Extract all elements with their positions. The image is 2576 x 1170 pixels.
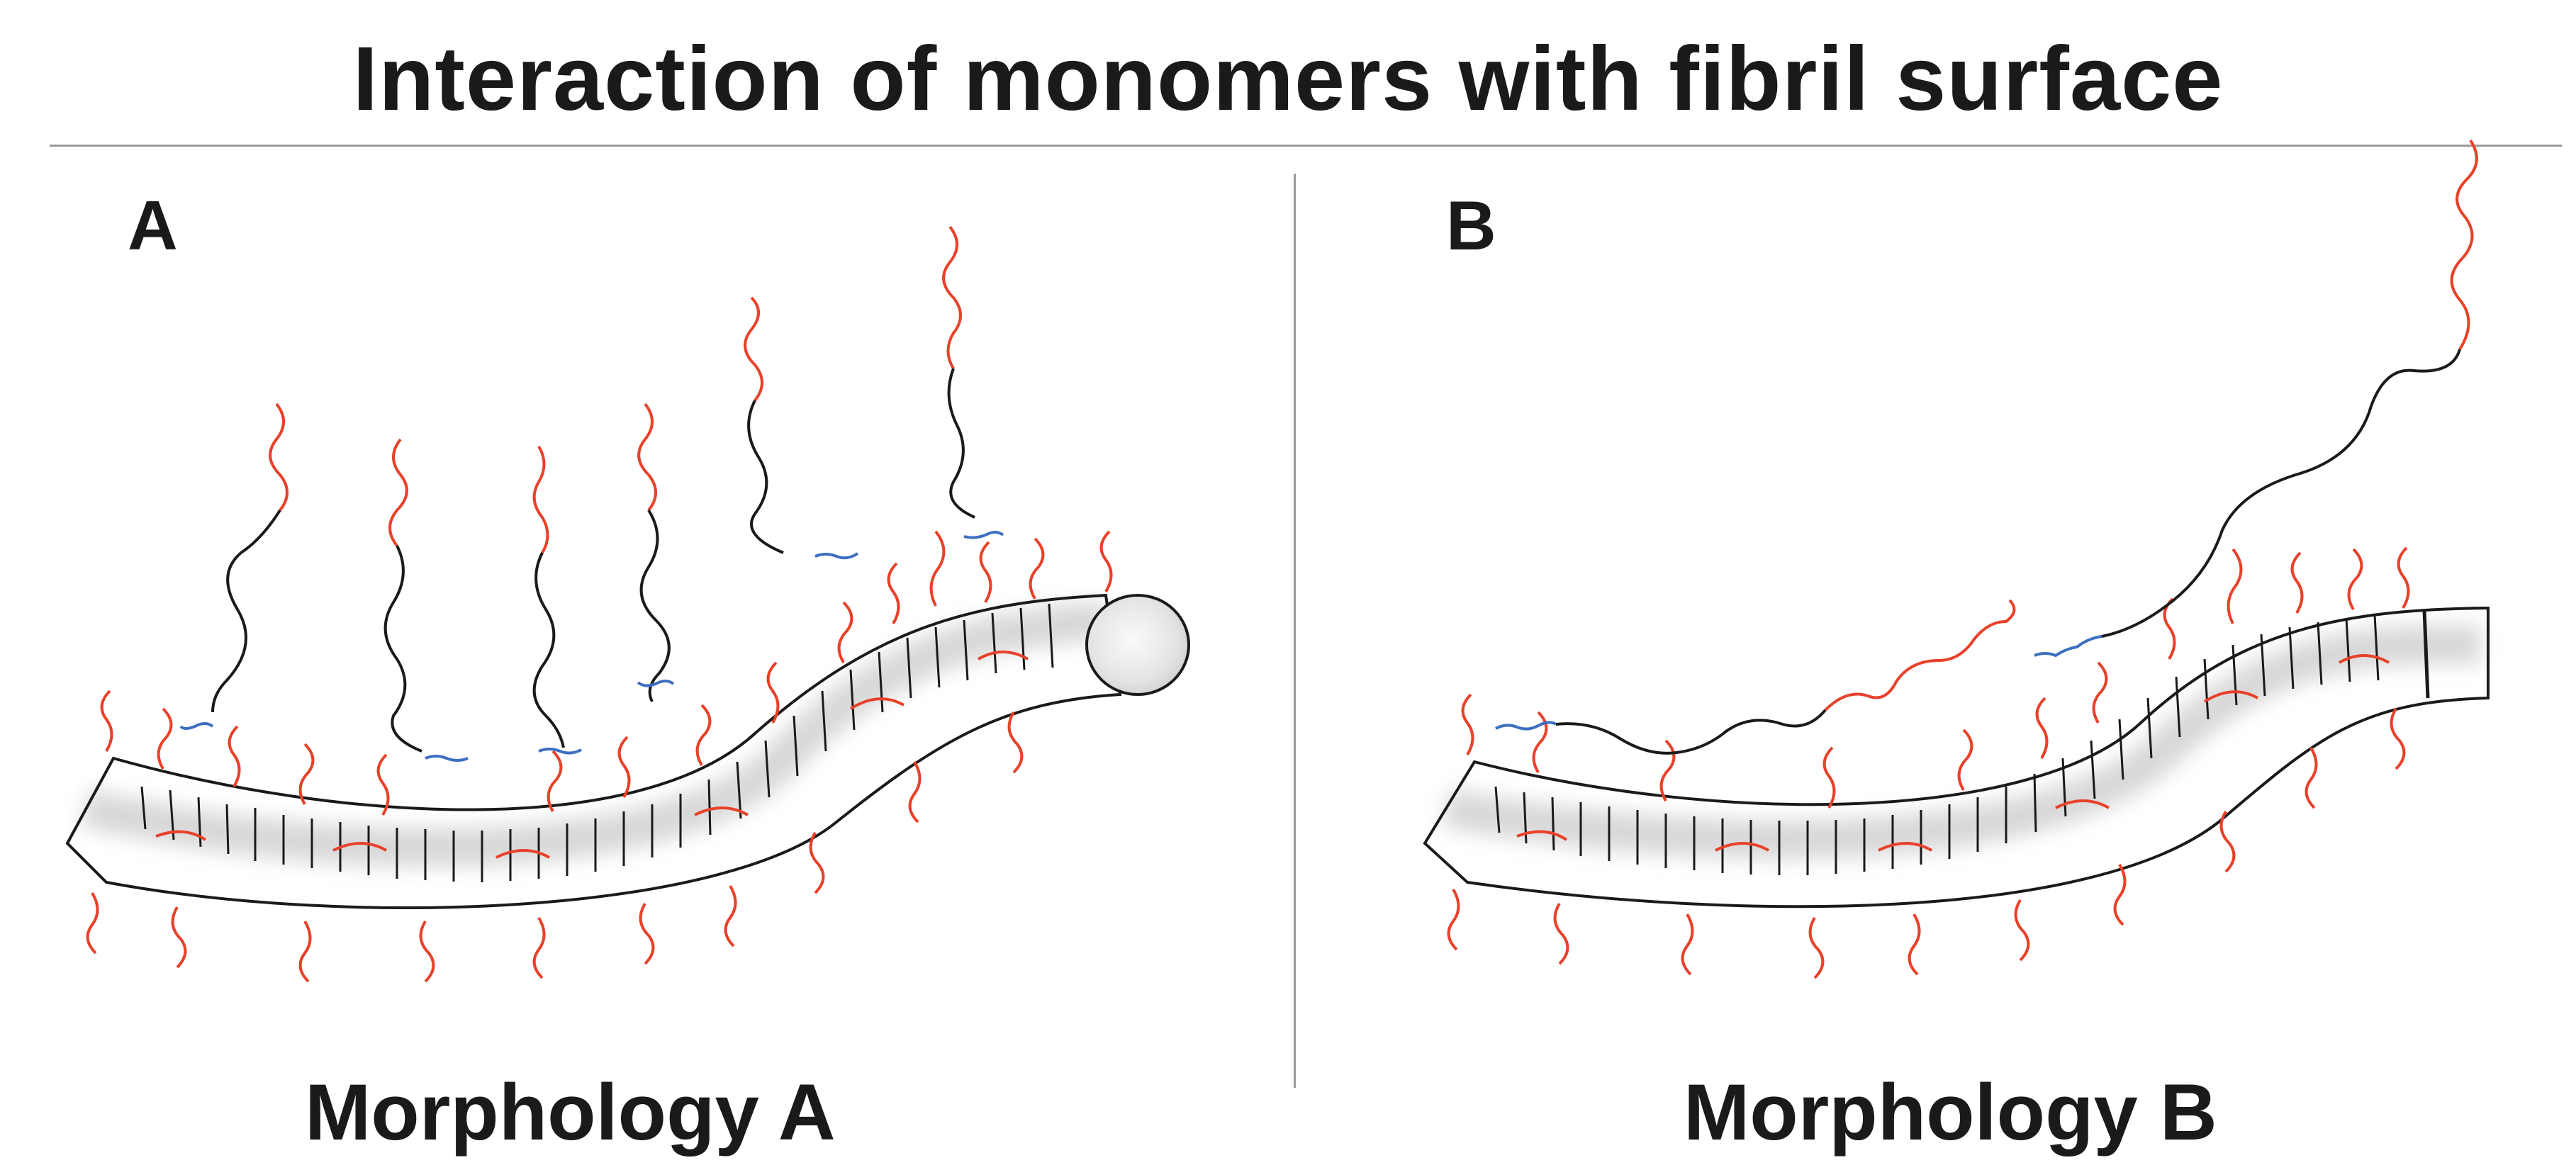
monomer-b-1: [1495, 599, 2016, 755]
monomer-a-3: [532, 445, 582, 755]
fibril-a-outline: [65, 593, 1122, 909]
fibril-a-shading: [81, 600, 1108, 867]
monomer-a-1: [179, 403, 289, 730]
panel-divider: [1294, 174, 1296, 1088]
fibril-b-surface-tails: [1447, 546, 2410, 979]
panel-a-caption: Morphology A: [305, 1068, 836, 1157]
monomer-a-2: [383, 438, 469, 762]
panel-a-drawing: [65, 225, 1190, 983]
monomer-a-4: [637, 403, 675, 702]
fibril-b-outline: [1423, 606, 2490, 909]
panel-b-caption: Morphology B: [1684, 1068, 2217, 1157]
monomer-a-6: [942, 225, 1004, 539]
fibril-b-shading: [1443, 624, 2482, 860]
title-divider: [50, 145, 2562, 147]
fibril-b-end-edge: [2422, 609, 2430, 699]
panel-a-label: A: [128, 186, 178, 264]
fibril-a-end-cap: [1085, 594, 1190, 696]
fibril-b-hatching: [1494, 614, 2380, 875]
panel-b-label: B: [1446, 186, 1496, 264]
fibril-a-surface-tails: [86, 530, 1113, 983]
figure-title: Interaction of monomers with fibril surf…: [352, 28, 2224, 130]
monomer-a-5: [744, 296, 859, 560]
monomer-b-2: [2034, 139, 2478, 658]
panel-b-drawing: [1423, 139, 2490, 979]
